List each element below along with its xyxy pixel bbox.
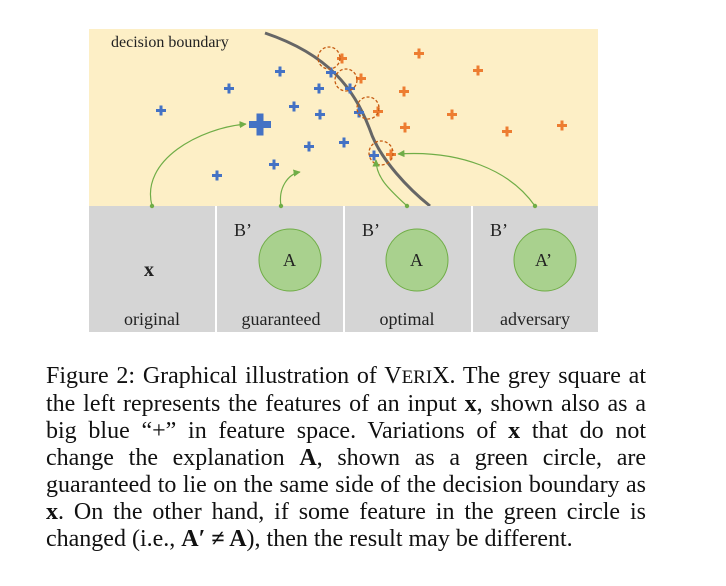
blue-plus-icon [314,83,324,94]
blue-plus-icon [224,83,234,94]
blue-plus-icon [354,107,364,118]
explanation-circle [385,228,449,292]
boundary-highlight-circles [317,46,394,166]
blue-plus-icon [269,159,279,170]
orange-plus-icon [337,53,347,64]
circle-label: A [410,250,423,270]
orange-plus-icon [557,120,567,131]
figure-caption: Figure 2: Graphical illustration of VERI… [46,363,646,552]
blue-plus-icon [156,105,166,116]
circle-label: A [283,250,296,270]
blue-plus-icon [315,109,325,120]
panel-bottom-label: optimal [380,309,435,329]
blue-plus-icon [275,66,285,77]
blue-plus-icon [369,150,379,161]
explanation-circle [258,228,322,292]
input-x-big-plus-icon [249,113,271,136]
orange-plus-icon [414,48,424,59]
explanation-panels [89,206,598,332]
dashed-circle [317,46,341,70]
orange-plus-icon [373,106,383,117]
blue-plus-icon [339,137,349,148]
orange-plus-icon [447,109,457,120]
arrow-guaranteed [279,169,301,207]
decision-boundary-label: decision boundary [111,34,229,51]
input-x-label: x [144,259,154,281]
orange-plus-icon [399,86,409,97]
arrow-origin-dots [149,203,538,209]
panel-bottom-label: adversary [500,309,570,329]
orange-plus-icon [473,65,483,76]
panel-original [89,206,215,332]
blue-plus-icon [326,67,336,78]
orange-plus-icon [502,126,512,137]
arrow-optimal [372,159,408,207]
blue-plus-icon [212,170,222,181]
panel-top-label: B’ [362,220,380,240]
mapping-arrows [149,120,536,207]
orange-plus-icon [386,149,396,160]
blue-class-points [156,66,379,181]
panel-top-label: B’ [234,220,252,240]
circle-label: A’ [535,250,552,270]
dashed-circle [334,68,358,92]
panel-bottom-label: original [124,309,180,329]
orange-class-points [337,48,567,160]
decision-boundary-curve [264,31,431,208]
dashed-circle [368,140,394,166]
arrow-adversary [397,149,536,207]
panel-top-label: B’ [490,220,508,240]
orange-plus-icon [356,73,366,84]
panel-bottom-label: guaranteed [242,309,321,329]
blue-plus-icon [304,141,314,152]
explanation-circle [513,228,577,292]
dashed-circle [356,96,380,120]
arrow-original [149,120,247,207]
orange-plus-icon [400,122,410,133]
blue-plus-icon [345,83,355,94]
verix-illustration: decision boundary [89,29,598,332]
blue-plus-icon [289,101,299,112]
